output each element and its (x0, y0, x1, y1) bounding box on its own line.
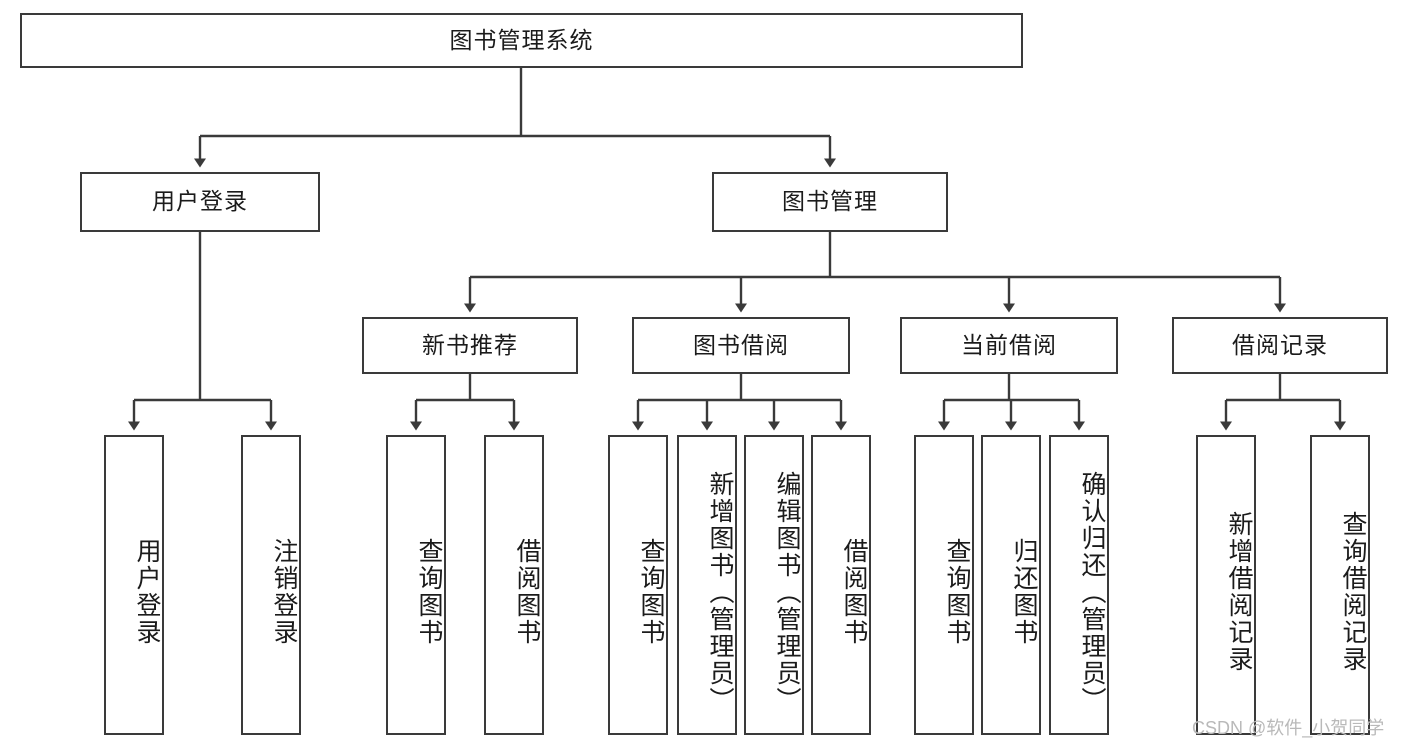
node-label: 借阅图书 (513, 538, 541, 646)
node-label: 图书管理 (782, 188, 878, 215)
leaf-node-确认归还管理员[interactable]: 确认归还（管理员） (1049, 435, 1109, 735)
leaf-node-查询借阅记录[interactable]: 查询借阅记录 (1310, 435, 1370, 735)
leaf-node-借阅图书[interactable]: 借阅图书 (484, 435, 544, 735)
leaf-node-用户登录[interactable]: 用户登录 (104, 435, 164, 735)
node-label: 借阅图书 (840, 538, 868, 646)
leaf-node-注销登录[interactable]: 注销登录 (241, 435, 301, 735)
node-label: 编辑图书（管理员） (773, 470, 801, 714)
level2-node-图书管理[interactable]: 图书管理 (712, 172, 948, 232)
level2-node-用户登录[interactable]: 用户登录 (80, 172, 320, 232)
level3-node-当前借阅[interactable]: 当前借阅 (900, 317, 1118, 374)
node-label: 确认归还（管理员） (1078, 470, 1106, 714)
level3-node-借阅记录[interactable]: 借阅记录 (1172, 317, 1388, 374)
leaf-node-归还图书[interactable]: 归还图书 (981, 435, 1041, 735)
node-label: 查询图书 (415, 538, 443, 646)
leaf-node-编辑图书管理员[interactable]: 编辑图书（管理员） (744, 435, 804, 735)
node-label: 注销登录 (270, 538, 298, 646)
node-label: 借阅记录 (1232, 331, 1328, 358)
node-label: 图书管理系统 (449, 26, 594, 53)
leaf-node-查询图书[interactable]: 查询图书 (386, 435, 446, 735)
node-label: 新书推荐 (422, 331, 518, 358)
leaf-node-新增图书管理员[interactable]: 新增图书（管理员） (677, 435, 737, 735)
root-node-图书管理系统[interactable]: 图书管理系统 (20, 13, 1023, 68)
node-label: 查询图书 (637, 538, 665, 646)
node-label: 图书借阅 (693, 331, 789, 358)
node-label: 用户登录 (133, 538, 161, 646)
level3-node-新书推荐[interactable]: 新书推荐 (362, 317, 578, 374)
node-label: 新增图书（管理员） (706, 470, 734, 714)
leaf-node-查询图书[interactable]: 查询图书 (608, 435, 668, 735)
node-label: 查询图书 (943, 538, 971, 646)
csdn-watermark: CSDN @软件_小贺同学 (1192, 718, 1385, 738)
node-label: 新增借阅记录 (1225, 511, 1253, 673)
node-label: 归还图书 (1010, 538, 1038, 646)
leaf-node-新增借阅记录[interactable]: 新增借阅记录 (1196, 435, 1256, 735)
level3-node-图书借阅[interactable]: 图书借阅 (632, 317, 850, 374)
node-label: 当前借阅 (961, 331, 1057, 358)
leaf-node-借阅图书[interactable]: 借阅图书 (811, 435, 871, 735)
node-label: 用户登录 (152, 188, 248, 215)
node-label: 查询借阅记录 (1339, 511, 1367, 673)
leaf-node-查询图书[interactable]: 查询图书 (914, 435, 974, 735)
